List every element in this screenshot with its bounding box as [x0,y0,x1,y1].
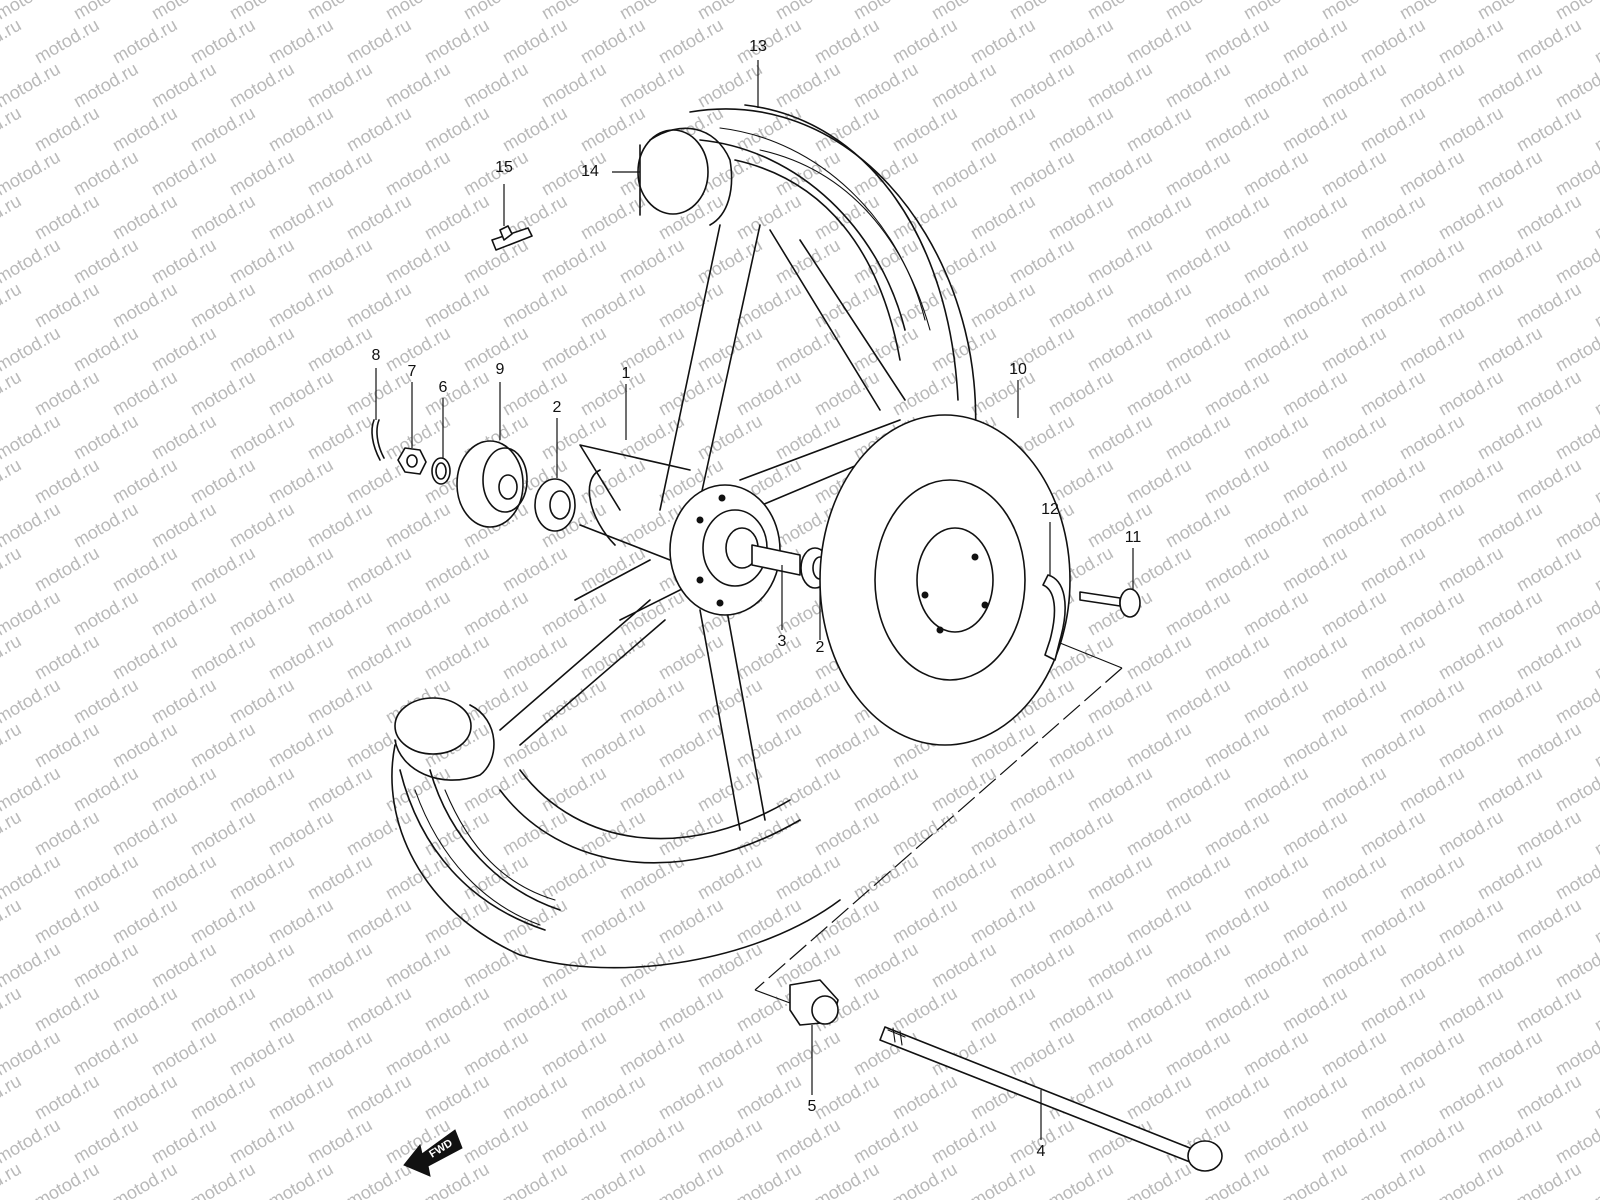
callout-13: 13 [749,38,767,55]
callout-8: 8 [371,347,381,364]
axle-nut [397,447,427,475]
callout-14: 14 [581,163,599,180]
callout-15: 15 [495,159,513,176]
callout-2-left: 2 [552,399,562,416]
callout-10: 10 [1009,361,1027,378]
callout-9: 9 [495,361,505,378]
brake-disc [819,414,1071,746]
washer [431,457,451,485]
callout-2-right: 2 [815,639,825,656]
lock-washer [1042,574,1066,661]
alignment-lines [754,642,1123,1004]
axle-collar [789,979,839,1026]
axle-spacer [751,544,801,576]
tire-valve [491,225,533,251]
cast-wheel-spokes [499,224,906,831]
callout-12: 12 [1041,501,1059,518]
wheel-hub [669,484,781,616]
speedometer-gearbox [456,440,528,528]
callout-11: 11 [1124,529,1142,546]
disc-bolt [1079,588,1141,618]
tire-section-lower [394,697,495,781]
callout-7: 7 [407,363,417,380]
fwd-arrow-icon: FWD [403,1129,463,1177]
tire-section-upper [637,127,733,226]
cotter-pin [371,419,385,461]
callout-1: 1 [621,365,631,382]
leader-lines [375,60,1134,1140]
callout-4: 4 [1036,1143,1046,1160]
callout-5: 5 [807,1098,817,1115]
callout-6: 6 [438,379,448,396]
callout-3: 3 [777,633,787,650]
bearing-left [534,478,576,532]
front-axle [879,1026,1223,1172]
